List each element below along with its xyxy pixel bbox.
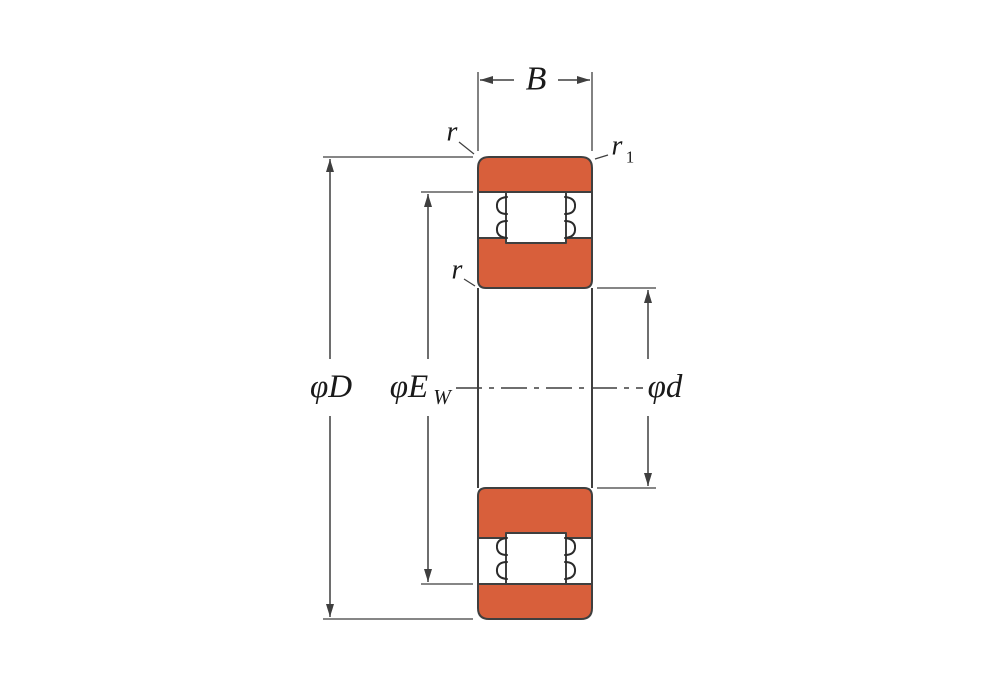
cage-hook-lower-left-bottom (495, 561, 508, 580)
cage-hook-lower-left-top (495, 537, 508, 556)
label-raceway-diameter: φE (390, 369, 428, 405)
inner-ring-upper-section (477, 237, 593, 289)
label-raceway-diameter-subscript: W (433, 385, 453, 409)
cage-hook-lower-right-bottom (564, 561, 577, 580)
label-bore-diameter: φd (648, 369, 683, 405)
label-outer-diameter: φD (310, 369, 352, 405)
inner-ring-lower-section (477, 487, 593, 539)
roller-lower (505, 532, 567, 585)
label-chamfer-top-right: r (612, 131, 623, 162)
label-chamfer-top-right-subscript: 1 (626, 148, 635, 167)
cage-hook-upper-right-top (564, 196, 577, 215)
leader-chamfer-top-right (594, 154, 609, 160)
label-chamfer-top-left: r (447, 117, 458, 148)
leader-chamfer-top-left (458, 141, 475, 155)
label-chamfer-inner: r (452, 255, 463, 286)
leader-chamfer-inner (463, 278, 476, 287)
cage-hook-upper-left-bottom (495, 220, 508, 239)
outer-ring-lower-section (477, 583, 593, 620)
cage-hook-upper-left-top (495, 196, 508, 215)
cage-hook-lower-right-top (564, 537, 577, 556)
outer-ring-upper-section (477, 156, 593, 193)
cage-hook-upper-right-bottom (564, 220, 577, 239)
roller-upper (505, 191, 567, 244)
label-width-b: B (526, 61, 547, 98)
